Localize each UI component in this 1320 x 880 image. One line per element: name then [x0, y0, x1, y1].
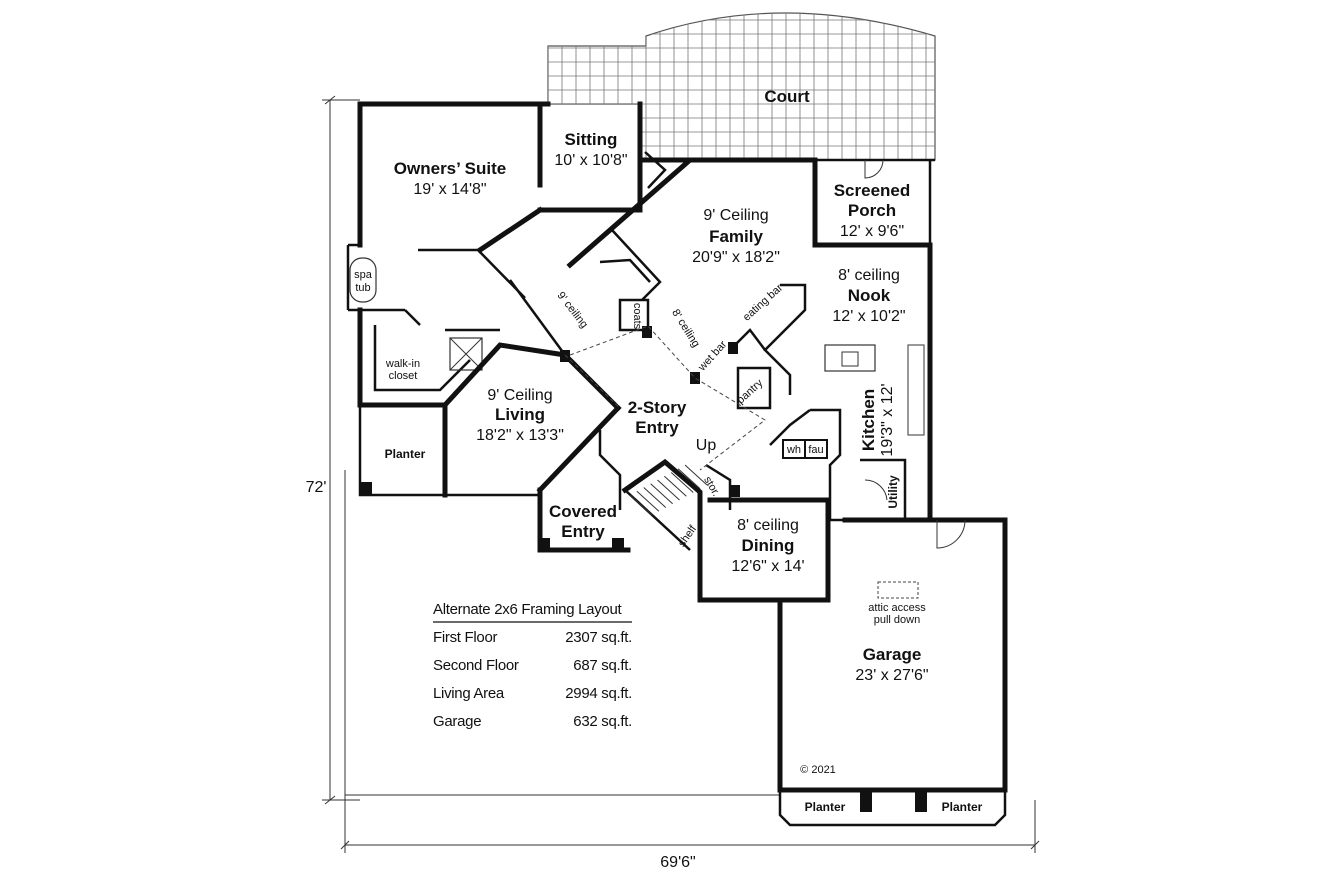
ceiling-9-label: 9' ceiling — [555, 290, 591, 331]
stair-tread — [657, 479, 680, 501]
stair-tread — [636, 490, 660, 512]
entry-line2: Entry — [635, 418, 679, 437]
nook-ceiling: 8' ceiling — [838, 267, 900, 284]
spa-tub-label-2: tub — [355, 282, 370, 294]
kitchen-name: Kitchen — [859, 389, 878, 451]
wh-label: wh — [786, 444, 801, 456]
framing-row-value: 2994 sq.ft. — [565, 685, 632, 702]
owners-suite-size: 19' x 14'8" — [413, 181, 486, 198]
stair-tread — [677, 468, 701, 490]
living-ceiling: 9' Ceiling — [487, 387, 552, 404]
sitting-name: Sitting — [565, 130, 618, 149]
attic-label-1: attic access — [868, 602, 926, 614]
up-label: Up — [696, 437, 717, 454]
stair-tread — [664, 475, 687, 497]
framing-row-label: Second Floor — [433, 657, 519, 674]
stair-tread — [670, 472, 694, 493]
framing-row-value: 632 sq.ft. — [573, 713, 632, 730]
framing-row-value: 687 sq.ft. — [573, 657, 632, 674]
court-label: Court — [764, 87, 810, 106]
stair-tread — [684, 464, 708, 486]
copyright-label: © 2021 — [800, 764, 836, 776]
planter-left-label: Planter — [385, 447, 426, 461]
stor-label: stor. — [701, 474, 722, 498]
dining-ceiling: 8' ceiling — [737, 517, 799, 534]
framing-row-value: 2307 sq.ft. — [565, 629, 632, 646]
eating-bar-label: eating bar — [741, 282, 786, 324]
family-ceiling: 9' Ceiling — [703, 207, 768, 224]
shelf-label: shelf — [676, 523, 700, 550]
living-name: Living — [495, 405, 545, 424]
width-dimension: 69'6" — [660, 854, 695, 871]
height-dimension: 72' — [306, 479, 327, 496]
coats-label: coats — [631, 303, 643, 330]
garage-size: 23' x 27'6" — [855, 667, 928, 684]
family-size: 20'9" x 18'2" — [692, 249, 780, 266]
dimension-lines — [322, 95, 1040, 853]
stair-tread — [650, 483, 673, 505]
covered-entry-line2: Entry — [561, 522, 605, 541]
entry-line1: 2-Story — [628, 398, 687, 417]
spa-tub-label-1: spa — [354, 269, 373, 281]
framing-row-label: First Floor — [433, 629, 498, 646]
walls — [346, 101, 1008, 827]
dining-name: Dining — [742, 536, 795, 555]
covered-entry-line1: Covered — [549, 502, 617, 521]
screened-porch-line2: Porch — [848, 201, 896, 220]
framing-row-label: Living Area — [433, 685, 505, 702]
fau-label: fau — [808, 444, 823, 456]
planter-bottom-left-label: Planter — [805, 800, 846, 814]
framing-table-title: Alternate 2x6 Framing Layout — [433, 601, 623, 618]
garage-name: Garage — [863, 645, 922, 664]
nook-size: 12' x 10'2" — [832, 308, 905, 325]
pantry-label: pantry — [735, 377, 766, 407]
family-name: Family — [709, 227, 763, 246]
planter-bottom-right-label: Planter — [942, 800, 983, 814]
stair-tread — [643, 487, 667, 508]
kitchen-size: 19'3" x 12' — [879, 383, 896, 456]
utility-label: Utility — [886, 475, 900, 509]
room-labels: Court Owners’ Suite 19' x 14'8" Sitting … — [385, 87, 983, 814]
screened-porch-size: 12' x 9'6" — [840, 223, 904, 240]
living-size: 18'2" x 13'3" — [476, 427, 564, 444]
walk-in-label-1: walk-in — [385, 358, 420, 370]
sitting-size: 10' x 10'8" — [554, 152, 627, 169]
stair-tread — [629, 494, 653, 516]
screened-porch-line1: Screened — [834, 181, 911, 200]
framing-table: Alternate 2x6 Framing Layout First Floor… — [433, 601, 632, 730]
walk-in-label-2: closet — [389, 370, 418, 382]
framing-row-label: Garage — [433, 713, 481, 730]
attic-label-2: pull down — [874, 614, 920, 626]
nook-name: Nook — [848, 286, 891, 305]
dining-size: 12'6" x 14' — [731, 558, 804, 575]
ceiling-8-label: 8' ceiling — [669, 307, 702, 349]
owners-suite-name: Owners’ Suite — [394, 159, 506, 178]
